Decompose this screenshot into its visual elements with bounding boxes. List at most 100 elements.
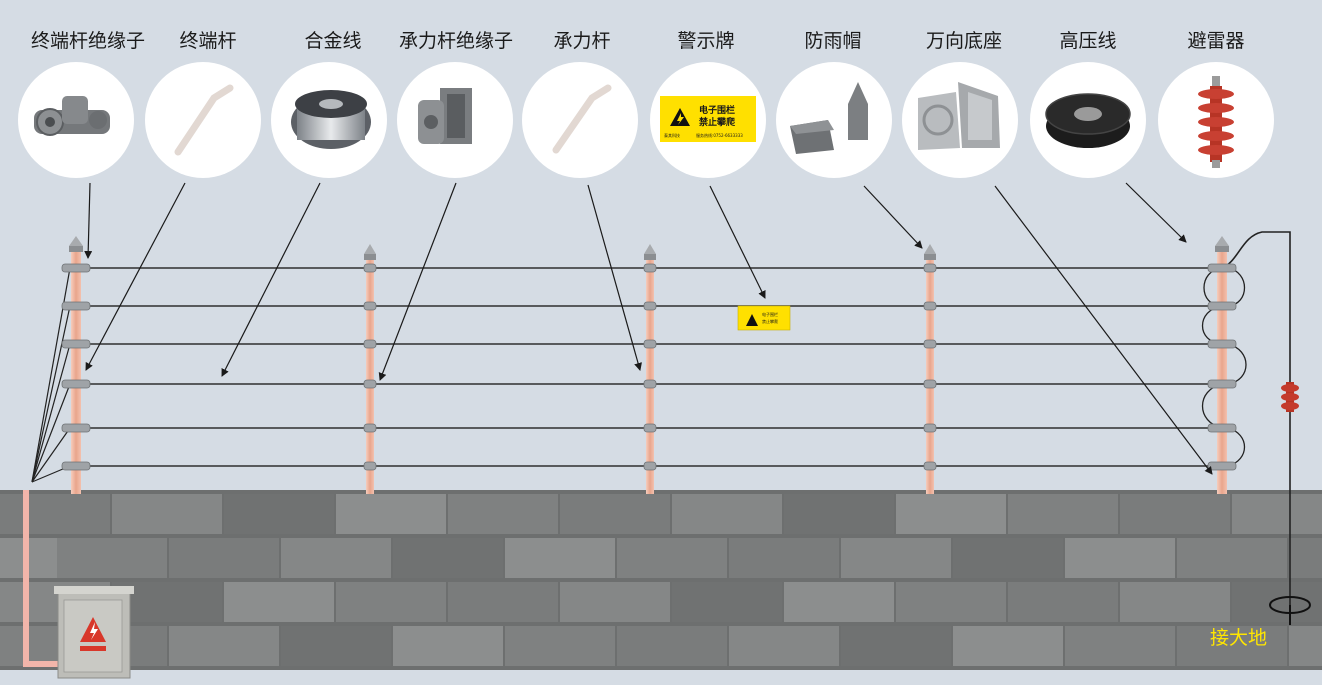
rain-cap — [924, 244, 936, 254]
wall-brick — [1065, 626, 1175, 666]
warning-sign-line2: 禁止攀爬 — [699, 116, 736, 128]
rain-cap-icon — [790, 82, 868, 154]
wall-brick — [1008, 582, 1118, 622]
rain-cap-base — [924, 254, 936, 260]
wall-brick — [336, 582, 446, 622]
component-label: 防雨帽 — [804, 30, 861, 52]
tension-pole — [923, 244, 937, 494]
wire-insulator — [923, 423, 937, 433]
wall-brick — [448, 582, 558, 622]
wire-insulator — [1207, 423, 1237, 433]
terminal-pole-icon — [174, 84, 234, 156]
wall-brick — [224, 494, 334, 534]
wire-insulator — [1207, 263, 1237, 273]
wall-brick — [393, 626, 503, 666]
wall-brick — [1232, 494, 1322, 534]
fence-sign-line1: 电子围栏 — [762, 311, 778, 317]
wall-brick — [672, 494, 782, 534]
wire-insulator — [923, 263, 937, 273]
component-item: 避雷器 — [1158, 30, 1274, 178]
wire-insulator — [61, 379, 91, 389]
wall-brick — [448, 494, 558, 534]
ground-label: 接大地 — [1210, 627, 1267, 649]
rain-cap — [69, 236, 83, 246]
pole-shaft — [366, 252, 374, 494]
wall-brick — [617, 626, 727, 666]
component-item: 警示牌 电子围栏 禁止攀爬 泰其科技 服务热线:0752-6633333 — [650, 30, 766, 178]
wall-brick — [281, 626, 391, 666]
wall-brick — [729, 626, 839, 666]
wall-brick — [393, 538, 503, 578]
component-legend: 终端杆绝缘子 终端杆 合金线 — [18, 30, 1274, 178]
wire-insulator — [363, 339, 377, 349]
component-item: 高压线 — [1030, 30, 1146, 178]
pole-shaft — [71, 244, 81, 494]
wall-brick — [281, 538, 391, 578]
wire-insulator — [643, 379, 657, 389]
component-label: 终端杆绝缘子 — [31, 30, 145, 52]
wire-insulator — [61, 301, 91, 311]
component-label: 承力杆绝缘子 — [399, 30, 513, 52]
wire-insulator — [61, 423, 91, 433]
wall-brick — [784, 494, 894, 534]
wire-insulator — [1207, 379, 1237, 389]
wall-brick — [1289, 626, 1322, 666]
wall-brick — [841, 538, 951, 578]
warning-sign-icon: 电子围栏 禁止攀爬 泰其科技 服务热线:0752-6633333 — [660, 96, 756, 142]
rain-cap — [644, 244, 656, 254]
rain-cap-base — [644, 254, 656, 260]
wall-brick — [729, 538, 839, 578]
wall-brick — [112, 494, 222, 534]
warning-sign-footer-left: 泰其科技 — [664, 132, 680, 138]
brick-wall — [0, 490, 1322, 670]
wire-insulator — [643, 461, 657, 471]
wall-brick — [953, 538, 1063, 578]
lightning-arrester-icon — [1198, 76, 1234, 168]
wall-brick — [1177, 626, 1287, 666]
component-item: 万向底座 — [902, 30, 1018, 178]
wire-insulator — [643, 301, 657, 311]
universal-base-icon — [918, 82, 1000, 150]
wall-brick — [1289, 538, 1322, 578]
wire-insulator — [923, 339, 937, 349]
wire-insulator — [363, 423, 377, 433]
warning-sign-line1: 电子围栏 — [699, 104, 735, 116]
wall-brick — [505, 538, 615, 578]
component-item: 合金线 — [271, 30, 387, 178]
tension-pole — [363, 244, 377, 494]
fence-poles — [61, 236, 1237, 494]
wire-insulator — [1207, 339, 1237, 349]
wire-insulator — [363, 263, 377, 273]
wall-brick — [1120, 494, 1230, 534]
fence-sign-line2: 禁止攀爬 — [762, 318, 778, 324]
wire-insulator — [61, 339, 91, 349]
wire-insulator — [363, 379, 377, 389]
wall-brick — [505, 626, 615, 666]
wire-insulator — [923, 301, 937, 311]
cable-conduit — [23, 490, 58, 667]
wire-insulator — [363, 301, 377, 311]
terminal-insulator-icon — [34, 96, 110, 136]
wall-brick — [784, 582, 894, 622]
wire-insulator — [923, 461, 937, 471]
wire-insulator — [61, 263, 91, 273]
component-label: 避雷器 — [1187, 30, 1244, 52]
component-label: 万向底座 — [926, 30, 1002, 52]
component-label: 承力杆 — [553, 30, 610, 52]
tension-insulator-icon — [418, 88, 472, 144]
wall-brick — [617, 538, 727, 578]
wall-brick — [57, 538, 167, 578]
pole-shaft — [926, 252, 934, 494]
wall-brick — [896, 582, 1006, 622]
wall-brick — [1232, 582, 1322, 622]
component-item: 承力杆绝缘子 — [397, 30, 513, 178]
wall-brick — [336, 494, 446, 534]
wall-brick — [1065, 538, 1175, 578]
component-label: 合金线 — [304, 30, 361, 52]
rain-cap — [1215, 236, 1229, 246]
terminal-pole — [1207, 236, 1237, 494]
wire-insulator — [363, 461, 377, 471]
pole-shaft — [1217, 244, 1227, 494]
wall-brick — [672, 582, 782, 622]
